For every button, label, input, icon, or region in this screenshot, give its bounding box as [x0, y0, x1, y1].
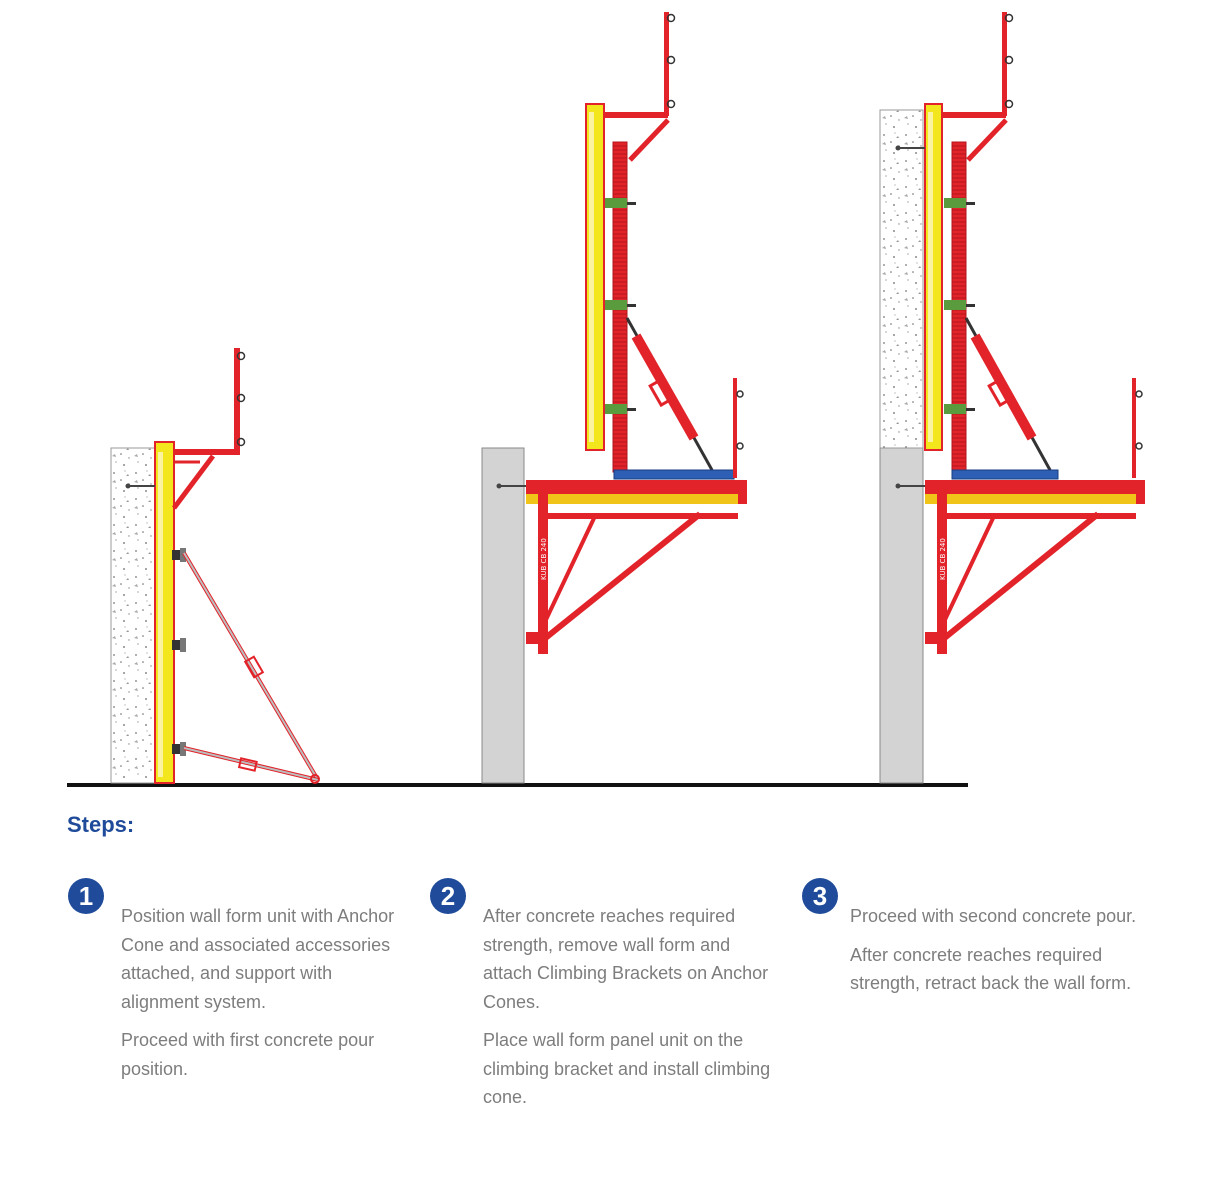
second-pour-concrete [879, 109, 924, 449]
steps-heading: Steps: [67, 812, 135, 837]
step-number-badge: 3 [802, 878, 838, 914]
step-number-badge: 2 [430, 878, 466, 914]
step-description: Position wall form unit with Anchor Cone… [121, 902, 411, 1093]
alignment-props [182, 551, 320, 784]
step-paragraph: Proceed with second concrete pour. [850, 906, 1137, 926]
climbing-formwork-diagram: KUB CB 240 [67, 12, 1145, 787]
step-description: After concrete reaches required strength… [483, 902, 773, 1122]
hardened-concrete-wall [481, 447, 525, 784]
stage-2-illustration: KUB CB 240 [481, 12, 747, 784]
step-number-badge: 1 [68, 878, 104, 914]
step-description: Proceed with second concrete pour. After… [850, 902, 1140, 1008]
step-paragraph: Place wall form panel unit on the climbi… [483, 1030, 771, 1107]
step-paragraph: Proceed with first concrete pour positio… [121, 1030, 375, 1079]
climbing-bracket-platform [526, 480, 744, 494]
first-pour-concrete [110, 447, 156, 784]
stage-3-illustration: KUB CB 240 [879, 12, 1145, 784]
wall-form-panel [154, 441, 175, 784]
step-paragraph: Position wall form unit with Anchor Cone… [121, 906, 395, 1012]
bracket-label: KUB CB 240 [939, 538, 947, 580]
step-paragraph: After concrete reaches required strength… [483, 906, 769, 1012]
bracket-label: KUB CB 240 [540, 538, 548, 580]
stage-1-illustration [110, 348, 320, 784]
step-paragraph: After concrete reaches required strength… [850, 944, 1132, 994]
